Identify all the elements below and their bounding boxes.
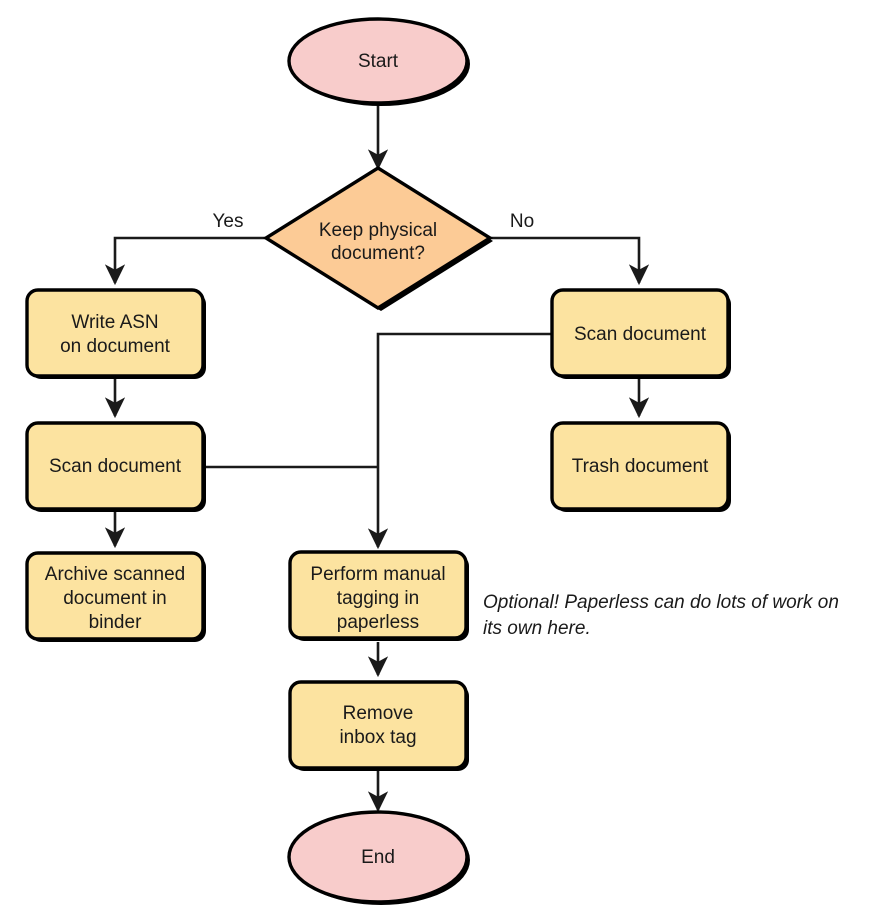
node-start[interactable]: Start xyxy=(287,17,470,106)
edge-label-yes: Yes xyxy=(213,211,244,232)
node-tagging-line1: Perform manual xyxy=(310,564,445,585)
node-archive-line3: binder xyxy=(89,612,142,633)
annotation-note-line1: Optional! Paperless can do lots of work … xyxy=(483,592,839,613)
node-archive-line1: Archive scanned xyxy=(45,564,185,585)
node-tagging-line3: paperless xyxy=(337,612,419,633)
edge-decision-yes-to-write-asn xyxy=(104,236,266,286)
node-perform-manual-tagging[interactable]: Perform manual tagging in paperless xyxy=(288,550,469,641)
node-end-label: End xyxy=(361,847,395,868)
node-tagging-line2: tagging in xyxy=(337,588,419,609)
node-scan-document-right[interactable]: Scan document xyxy=(550,288,731,379)
node-scan-document-right-label: Scan document xyxy=(574,324,707,345)
edge-scan-right-to-tagging xyxy=(367,332,552,550)
node-start-label: Start xyxy=(358,51,399,72)
node-decision-line2: document? xyxy=(331,243,425,264)
node-scan-document-left[interactable]: Scan document xyxy=(25,421,206,512)
node-remove-inbox-line1: Remove xyxy=(343,703,414,724)
node-archive-line2: document in xyxy=(63,588,167,609)
node-write-asn-line1: Write ASN xyxy=(71,312,158,333)
node-remove-inbox-tag[interactable]: Remove inbox tag xyxy=(288,680,469,771)
node-decision-line1: Keep physical xyxy=(319,220,437,241)
annotation-note: Optional! Paperless can do lots of work … xyxy=(483,592,839,639)
node-write-asn-line2: on document xyxy=(60,336,171,357)
connectors xyxy=(104,105,650,813)
node-trash-document-label: Trash document xyxy=(572,456,709,477)
node-end[interactable]: End xyxy=(287,810,470,905)
node-archive-scanned-document[interactable]: Archive scanned document in binder xyxy=(25,551,206,642)
node-remove-inbox-line2: inbox tag xyxy=(339,727,416,748)
node-decision-keep-physical-document[interactable]: Keep physical document? xyxy=(262,165,494,311)
node-write-asn-on-document[interactable]: Write ASN on document xyxy=(25,288,206,379)
node-trash-document[interactable]: Trash document xyxy=(550,421,731,512)
edge-label-no: No xyxy=(510,211,534,232)
node-scan-document-left-label: Scan document xyxy=(49,456,182,477)
edge-decision-no-to-scan-right xyxy=(490,236,650,286)
annotation-note-line2: its own here. xyxy=(483,618,591,639)
